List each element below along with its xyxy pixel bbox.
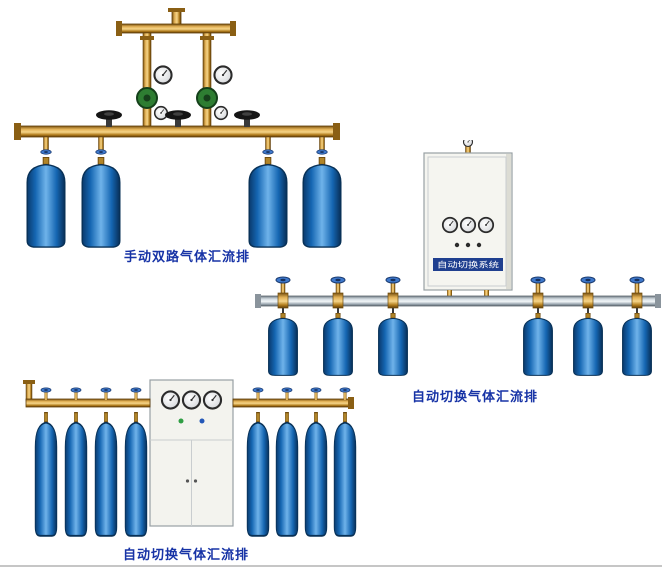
cylinder-valve-knob xyxy=(281,387,293,393)
indicator-knob xyxy=(476,242,482,248)
cabinet-label-plate xyxy=(433,258,503,271)
pipe-cap xyxy=(116,21,122,36)
pipe-flange xyxy=(333,123,340,140)
gas-cylinder-assembly xyxy=(81,136,121,248)
door-handle xyxy=(185,479,190,483)
top-header-pipe xyxy=(119,23,233,34)
gas-cylinder xyxy=(622,312,652,376)
gas-cylinder-assembly xyxy=(323,276,353,376)
cylinder-valve-knob xyxy=(70,387,82,393)
product-caption: 自动切换气体汇流排 xyxy=(411,390,538,405)
gas-cylinder-assembly xyxy=(622,276,652,376)
cylinder-valve-knob xyxy=(252,387,264,393)
pipe-cap xyxy=(255,294,261,308)
indicator-light-green xyxy=(178,418,184,424)
cabinet-label-text: 自动切换系统 xyxy=(437,260,499,270)
regulator-station-right xyxy=(196,32,233,129)
gas-cylinder-assembly xyxy=(302,136,342,248)
cylinder-valve-knob xyxy=(385,276,401,284)
gas-cylinder-assembly xyxy=(268,276,298,376)
gas-cylinder xyxy=(26,156,66,248)
gas-cylinder-assembly xyxy=(378,276,408,376)
gas-cylinder-assembly xyxy=(248,136,288,248)
gas-cylinder-assembly xyxy=(573,276,603,376)
cylinder-valve-knob xyxy=(275,276,291,284)
gas-cylinder xyxy=(523,312,553,376)
gas-cylinder xyxy=(34,411,58,537)
cylinder-valve-knob xyxy=(130,387,142,393)
pipe-flange xyxy=(14,123,21,140)
product-figure-auto-switch-floor: 自动切换气体汇流排 xyxy=(18,378,358,564)
indicator-knob xyxy=(465,242,471,248)
gas-cylinder xyxy=(246,411,270,537)
gas-cylinder-assembly xyxy=(275,387,299,537)
cylinder-valve-knob xyxy=(330,276,346,284)
pressure-gauge xyxy=(459,216,477,234)
cylinder-valve-knob xyxy=(310,387,322,393)
gas-cylinder xyxy=(81,156,121,248)
pipe-cap xyxy=(655,294,661,308)
pressure-gauge xyxy=(181,390,202,410)
cylinder-valve-knob xyxy=(339,387,351,393)
gas-cylinder xyxy=(378,312,408,376)
manual-dual-manifold-illustration xyxy=(14,8,342,248)
pipe-cap xyxy=(230,21,236,36)
cylinder-valve-knob xyxy=(40,149,52,155)
gas-cylinder xyxy=(94,411,118,537)
indicator-knob xyxy=(454,242,460,248)
indicator-light-blue xyxy=(199,418,205,424)
gas-cylinder xyxy=(573,312,603,376)
gas-cylinder xyxy=(323,312,353,376)
gas-cylinder xyxy=(333,411,357,537)
product-figure-auto-switch-wall: 自动切换系统 xyxy=(255,140,661,408)
control-cabinet xyxy=(149,379,234,527)
gas-cylinder xyxy=(268,312,298,376)
product-caption: 手动双路气体汇流排 xyxy=(123,250,250,265)
pressure-gauge xyxy=(462,140,474,148)
product-figure-manual-dual-manifold: 手动双路气体汇流排 xyxy=(6,8,346,268)
auto-switch-floor-manifold-illustration xyxy=(23,379,357,537)
page-bottom-rule xyxy=(0,565,662,567)
gas-cylinder-assembly xyxy=(246,387,270,537)
pressure-gauge xyxy=(441,216,459,234)
pressure-gauge xyxy=(477,216,495,234)
pressure-gauge xyxy=(160,390,181,410)
pressure-gauge xyxy=(202,390,223,410)
gas-cylinder xyxy=(64,411,88,537)
gas-cylinder xyxy=(124,411,148,537)
auto-switch-manifold-illustration: 自动切换系统 xyxy=(255,140,661,376)
gas-cylinder-assembly xyxy=(26,136,66,248)
gas-cylinder-assembly xyxy=(64,387,88,537)
gas-cylinder xyxy=(275,411,299,537)
gas-cylinder-assembly xyxy=(124,387,148,537)
cylinder-valve-knob xyxy=(580,276,596,284)
control-cabinet: 自动切换系统 xyxy=(423,140,513,296)
cylinder-valve-knob xyxy=(40,387,52,393)
pressure-gauge xyxy=(213,105,229,121)
pressure-gauge xyxy=(213,65,233,85)
gas-cylinder xyxy=(304,411,328,537)
pressure-gauge xyxy=(153,105,169,121)
shutoff-valve-handwheel xyxy=(96,110,122,127)
outlet-riser-pipe xyxy=(168,8,185,27)
door-handle xyxy=(193,479,198,483)
cylinder-valve-knob xyxy=(530,276,546,284)
cylinder-valve-knob xyxy=(95,149,107,155)
cylinder-valve-knob xyxy=(629,276,645,284)
gas-cylinder-assembly xyxy=(94,387,118,537)
gas-cylinder-assembly xyxy=(523,276,553,376)
cylinder-valve-knob xyxy=(100,387,112,393)
gas-cylinder-assembly xyxy=(333,387,357,537)
shutoff-valve-handwheel xyxy=(165,110,191,127)
shutoff-valve-handwheel xyxy=(234,110,260,127)
gas-cylinder-assembly xyxy=(304,387,328,537)
pressure-gauge xyxy=(153,65,173,85)
main-manifold-pipe xyxy=(17,125,337,138)
product-caption: 自动切换气体汇流排 xyxy=(122,548,249,563)
gas-cylinder-assembly xyxy=(34,387,58,537)
manifold-pipe xyxy=(256,295,660,307)
manifold-pipes xyxy=(23,380,354,409)
